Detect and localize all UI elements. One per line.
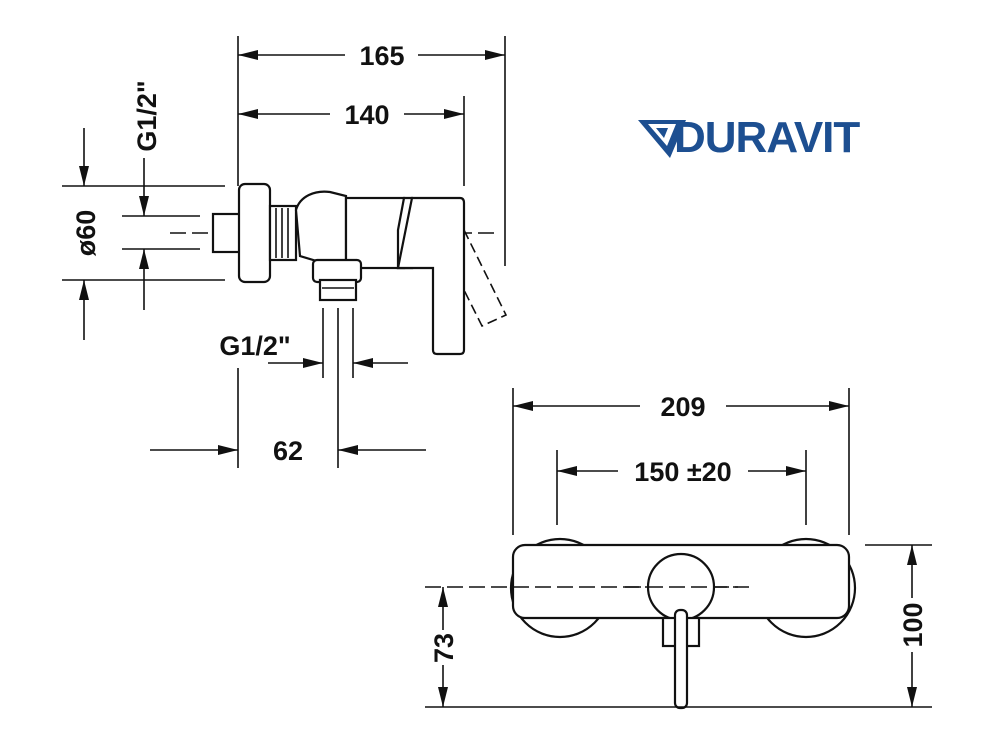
dim-front-width: 209 xyxy=(660,392,705,422)
dimension-62: 62 xyxy=(150,436,426,466)
dim-inlet-thread: G1/2" xyxy=(132,80,162,151)
lever-alternate-position xyxy=(463,229,508,328)
dim-width-body: 140 xyxy=(344,100,389,130)
outlet-connector xyxy=(318,278,358,302)
dimension-100: 100 xyxy=(898,545,928,707)
dimension-165: 165 xyxy=(238,41,505,71)
dim-outlet-thread: G1/2" xyxy=(219,331,290,361)
dimension-150: 150 ±20 xyxy=(557,457,806,487)
front-view: 209 150 ±20 73 10 xyxy=(425,388,932,710)
wall-connector xyxy=(211,212,243,254)
lever-handle xyxy=(396,196,466,356)
dim-width-overall: 165 xyxy=(359,41,404,71)
outlet-neck xyxy=(311,258,363,284)
dim-height-outlet: 73 xyxy=(429,633,459,663)
dimension-209: 209 xyxy=(513,392,849,422)
dim-center-distance: 150 ±20 xyxy=(634,457,731,487)
lever-front xyxy=(673,608,689,710)
dimension-outlet-thread: G1/2" xyxy=(219,331,408,368)
dim-outlet-offset: 62 xyxy=(273,436,303,466)
main-body xyxy=(344,196,406,270)
dimension-73: 73 xyxy=(429,587,459,707)
dim-diameter: ø60 xyxy=(71,210,101,257)
valve-body xyxy=(294,190,348,264)
union-nut xyxy=(268,204,298,262)
duravit-arrow-icon xyxy=(638,120,686,158)
escutcheon xyxy=(237,182,272,284)
dimension-140: 140 xyxy=(238,100,464,130)
dimension-diameter: ø60 xyxy=(71,128,101,340)
dim-height-total: 100 xyxy=(898,602,928,647)
side-view: 165 140 ø60 G1/2" xyxy=(62,36,508,468)
brand-name: DURAVIT xyxy=(674,113,860,162)
duravit-logo: DURAVIT xyxy=(638,113,861,162)
dimension-inlet-thread: G1/2" xyxy=(132,80,162,310)
